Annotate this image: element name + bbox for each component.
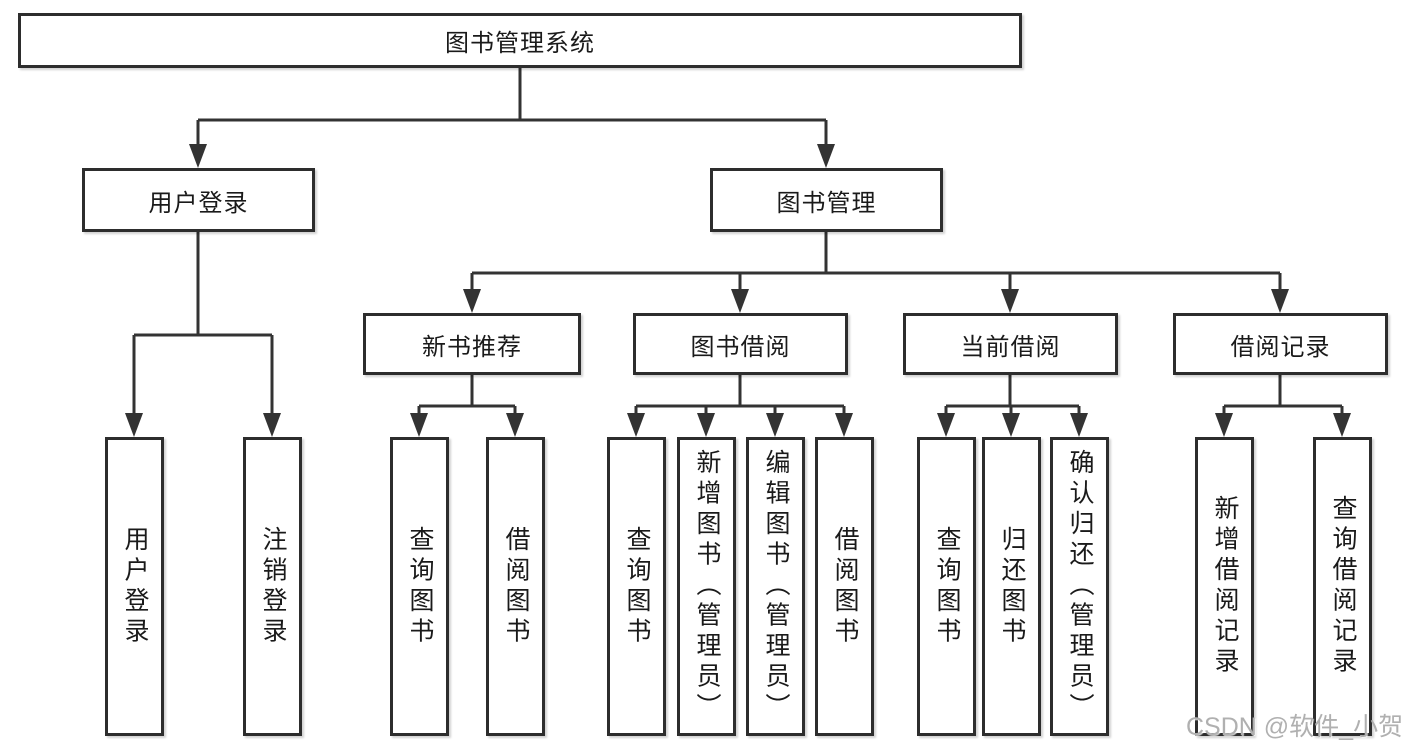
connector-borrow-records-to-leaves [1215,375,1351,437]
node-book-management: 图书管理 [710,168,943,232]
leaf-return-books: 归还图书 [982,437,1041,736]
leaf-logout: 注销登录 [243,437,302,736]
node-current-borrowing: 当前借阅 [903,313,1118,375]
connector-new-book-rec-to-leaves [410,375,524,437]
leaf-user-login: 用户登录 [105,437,164,736]
leaf-add-books-admin: 新增图书（管理员） [677,437,736,736]
node-book-borrowing: 图书借阅 [633,313,848,375]
node-borrowing-records: 借阅记录 [1173,313,1388,375]
leaf-confirm-return-admin: 确认归还（管理员） [1050,437,1109,736]
leaf-query-borrow-record: 查询借阅记录 [1313,437,1372,736]
connector-root-to-level2 [189,68,835,168]
node-root-system: 图书管理系统 [18,13,1022,68]
node-new-book-recommendation: 新书推荐 [363,313,581,375]
leaf-edit-books-admin: 编辑图书（管理员） [746,437,805,736]
connector-user-login-to-leaves [125,232,281,437]
connector-current-borrow-to-leaves [937,375,1088,437]
leaf-borrow-books-rec: 借阅图书 [486,437,545,736]
leaf-query-books-current: 查询图书 [917,437,976,736]
connector-book-borrow-to-leaves [627,375,853,437]
csdn-watermark: CSDN @软件_小贺同学 [1186,713,1405,741]
leaf-query-books-borrow: 查询图书 [607,437,666,736]
leaf-borrow-books: 借阅图书 [815,437,874,736]
leaf-query-books-rec: 查询图书 [390,437,449,736]
node-user-login: 用户登录 [82,168,315,232]
connector-book-mgmt-to-level3 [463,232,1289,313]
leaf-add-borrow-record: 新增借阅记录 [1195,437,1254,736]
